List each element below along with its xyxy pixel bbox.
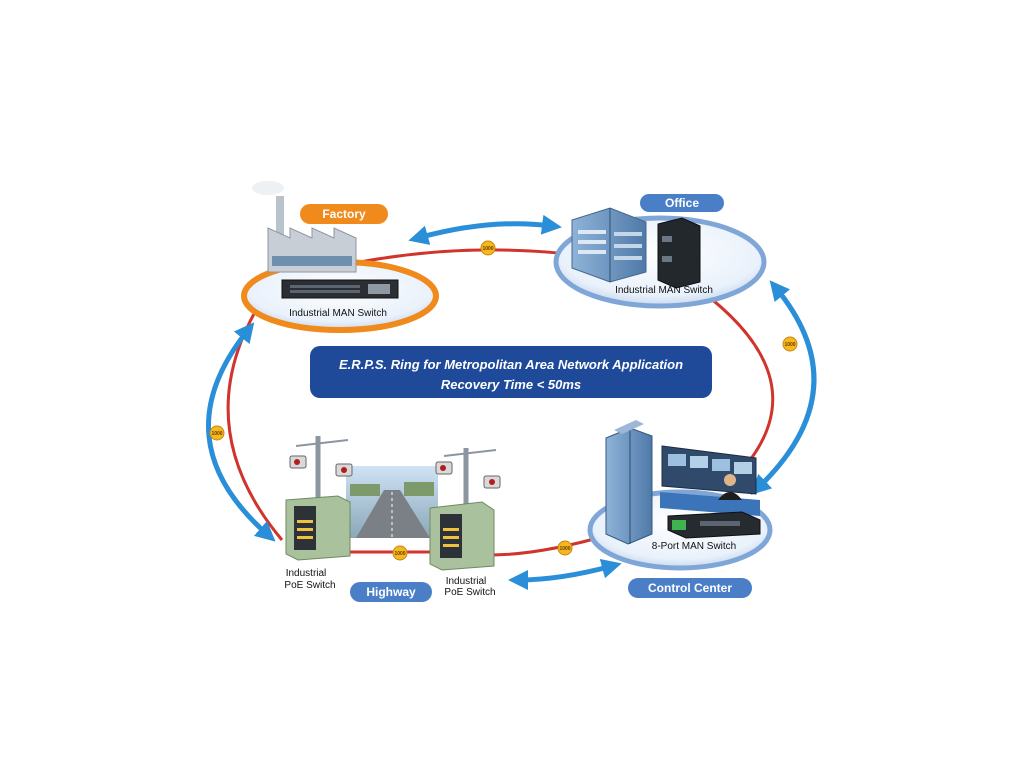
arrow-control-highway — [508, 558, 622, 590]
control-switch-icon — [667, 511, 761, 539]
control-center-tag-text: Control Center — [648, 581, 732, 595]
site-highway: Industrial PoE Switch Industrial PoE Swi… — [284, 436, 501, 602]
arrow-highway-factory — [206, 322, 276, 542]
office-building-icon — [571, 207, 647, 283]
banner-line-1: E.R.P.S. Ring for Metropolitan Area Netw… — [339, 357, 683, 372]
office-tag-text: Office — [665, 196, 699, 210]
speed-badge-bottom-right: 1000 — [557, 540, 573, 556]
svg-text:1000: 1000 — [482, 246, 493, 252]
site-office: Office Industrial MAN Switch — [553, 194, 767, 309]
highway-right-device-line-2: PoE Switch — [444, 587, 495, 598]
office-tag — [640, 194, 724, 212]
speed-badges: 1000 1000 1000 1000 1000 — [209, 240, 798, 561]
highway-road-image — [346, 466, 438, 538]
redundancy-arrows — [206, 214, 817, 590]
control-center-tag — [628, 578, 752, 598]
control-device-label: 8-Port MAN Switch — [652, 541, 736, 552]
svg-text:1000: 1000 — [784, 342, 795, 348]
camera-icon — [435, 461, 453, 475]
speed-badge-bottom-mid: 1000 — [392, 545, 408, 561]
factory-icon — [252, 181, 357, 273]
factory-switch-icon — [281, 279, 399, 299]
highway-tag — [350, 582, 432, 602]
factory-tag — [300, 204, 388, 224]
site-control-center: Control Center 8-Port MAN Switch — [587, 420, 773, 598]
arrow-office-control — [750, 280, 817, 495]
site-factory: Factory Industrial MAN Switch — [241, 181, 439, 333]
arrow-factory-office — [408, 214, 562, 245]
highway-right-cabinet — [429, 448, 501, 571]
highway-left-device-line-2: PoE Switch — [284, 580, 335, 591]
control-tower-icon — [605, 420, 653, 545]
office-device-label: Industrial MAN Switch — [615, 285, 713, 296]
svg-text:1000: 1000 — [559, 546, 570, 552]
speed-badge-right: 1000 — [782, 336, 798, 352]
camera-icon — [289, 455, 307, 469]
highway-tag-text: Highway — [366, 585, 416, 599]
office-switch-icon — [657, 217, 701, 289]
monitor-wall-icon — [660, 445, 760, 516]
factory-device-label: Industrial MAN Switch — [289, 308, 387, 319]
highway-left-cabinet — [285, 436, 353, 561]
ring-banner: E.R.P.S. Ring for Metropolitan Area Netw… — [310, 346, 712, 398]
speed-badge-left: 1000 — [209, 425, 225, 441]
camera-icon — [335, 463, 353, 477]
camera-icon — [483, 475, 501, 489]
operator-icon — [718, 474, 742, 500]
svg-text:1000: 1000 — [211, 431, 222, 437]
factory-tag-text: Factory — [322, 207, 366, 221]
banner-line-2: Recovery Time < 50ms — [441, 377, 581, 392]
svg-text:1000: 1000 — [394, 551, 405, 557]
highway-left-device-line-1: Industrial — [286, 568, 327, 579]
highway-right-device-line-1: Industrial — [446, 576, 487, 587]
speed-badge-top: 1000 — [480, 240, 496, 256]
